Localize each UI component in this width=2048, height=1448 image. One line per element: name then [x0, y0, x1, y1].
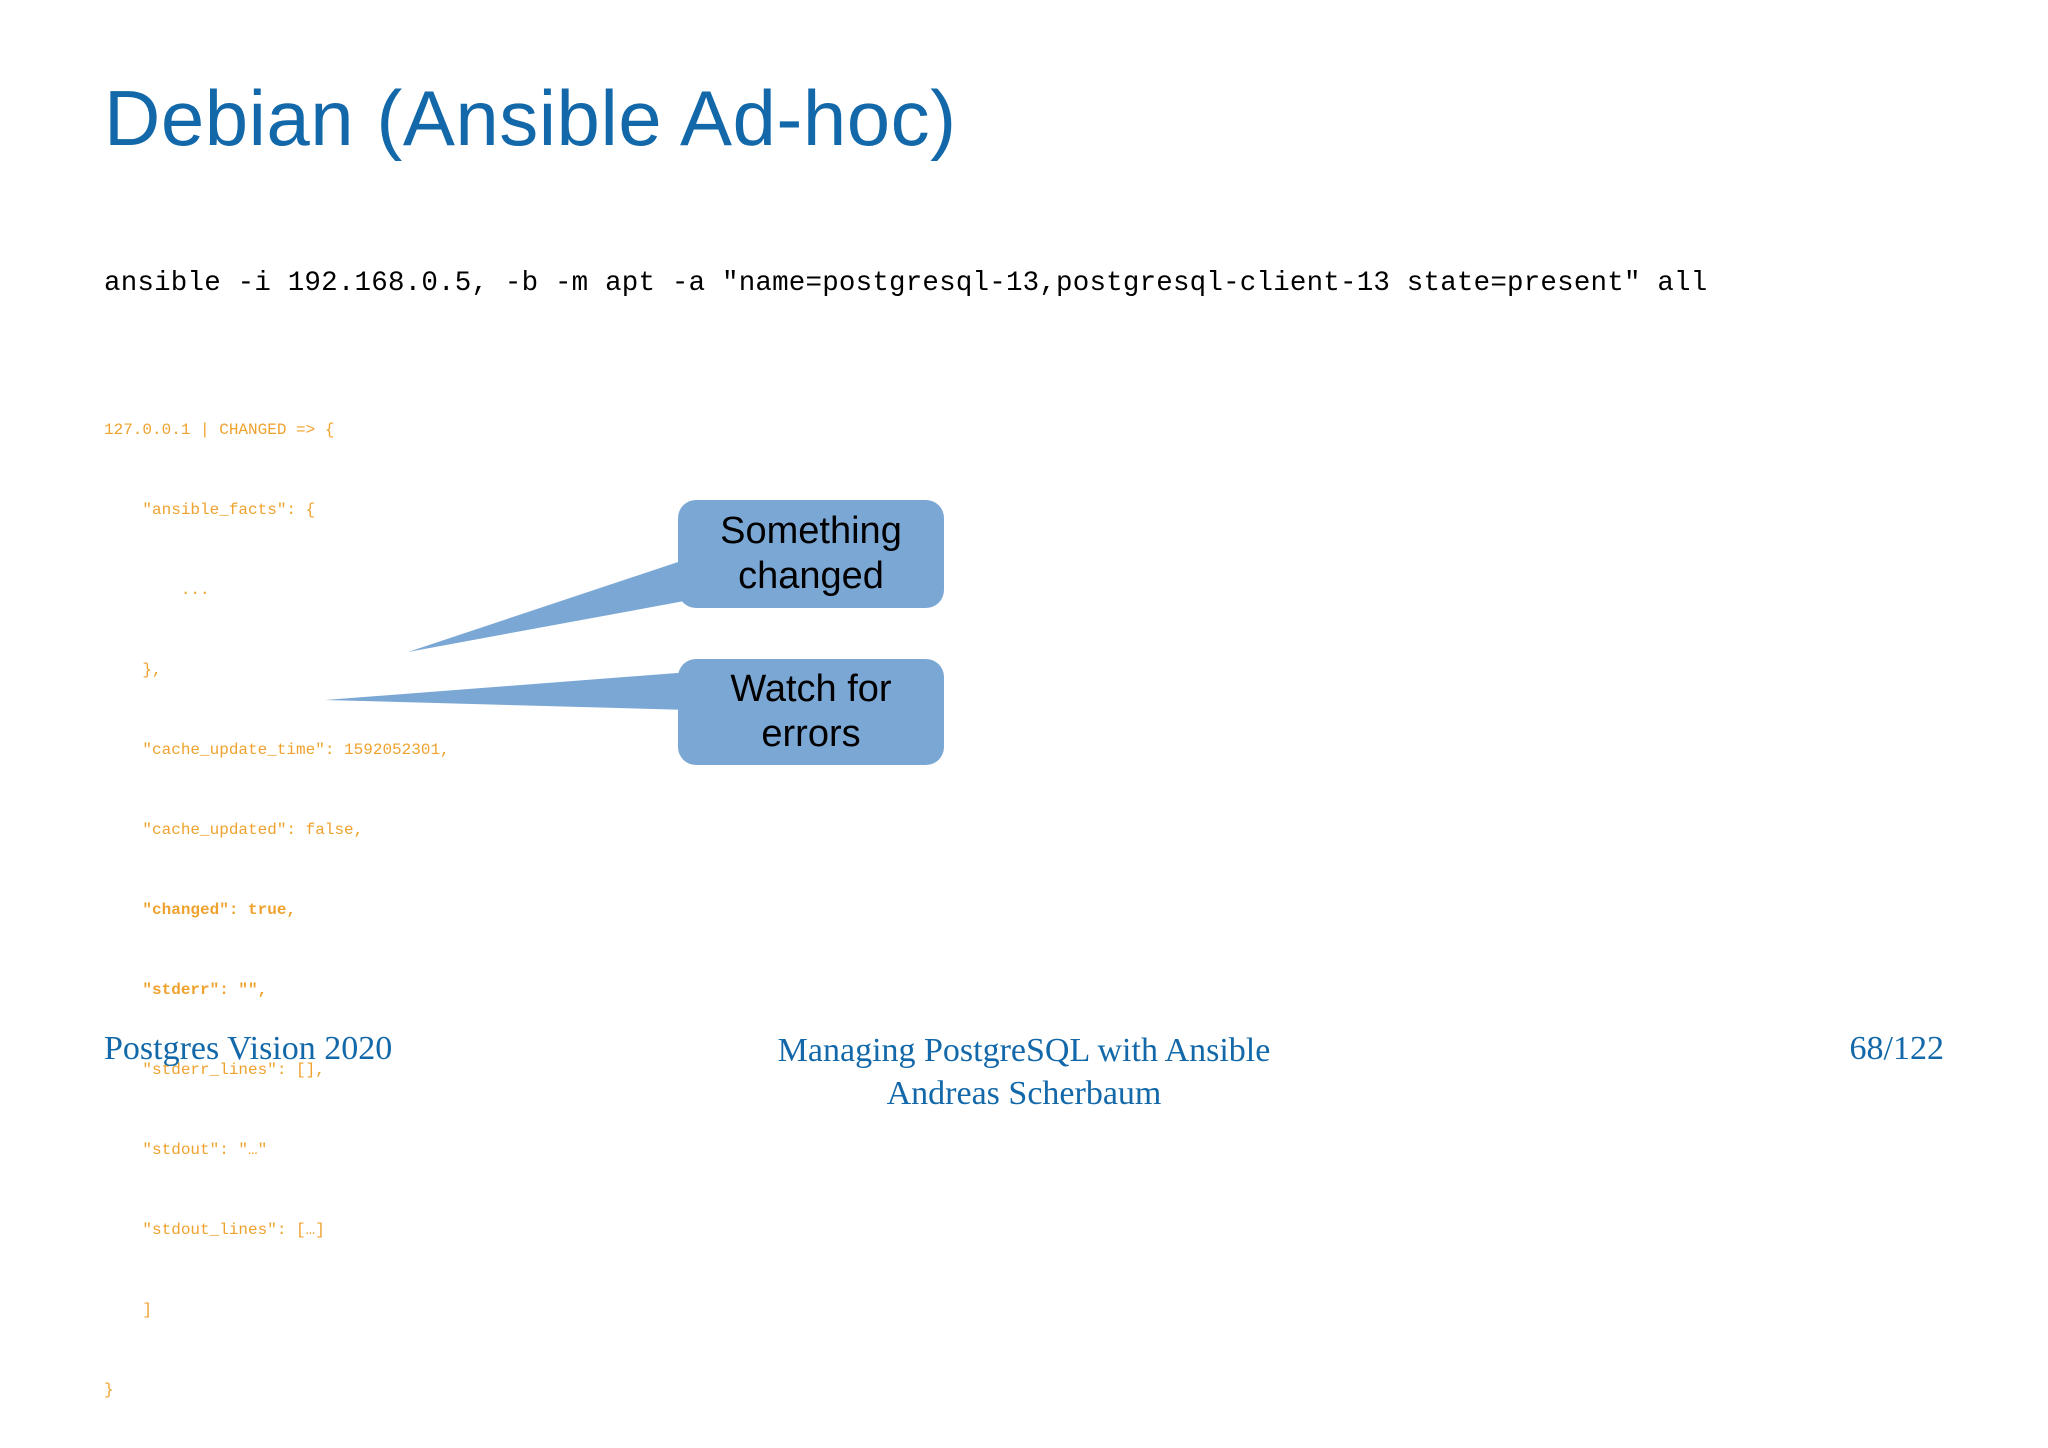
footer-talk-info: Managing PostgreSQL with Ansible Andreas…: [778, 1030, 1271, 1115]
output-line: ]: [104, 1301, 153, 1319]
output-line: },: [104, 661, 162, 679]
callout-tail-changed: [408, 558, 690, 652]
callout-line-2: changed: [738, 555, 884, 597]
output-line: }: [104, 1381, 114, 1399]
output-line: "stdout_lines": […]: [104, 1221, 325, 1239]
callout-line-1: Something: [720, 510, 902, 553]
footer-speaker-name: Andreas Scherbaum: [886, 1074, 1162, 1112]
page-title: Debian (Ansible Ad-hoc): [104, 74, 957, 162]
output-line: 127.0.0.1 | CHANGED => {: [104, 421, 335, 439]
output-line-stderr: "stderr": "",: [104, 981, 268, 999]
callout-line-1: Watch for: [730, 668, 892, 711]
output-line: ...: [104, 581, 210, 599]
ansible-command-text: ansible -i 192.168.0.5, -b -m apt -a "na…: [104, 268, 1708, 299]
slide-footer: Postgres Vision 2020 Managing PostgreSQL…: [0, 1030, 2048, 1126]
output-line-changed: "changed": true,: [104, 901, 297, 919]
output-line: "ansible_facts": {: [104, 501, 316, 519]
output-line: "cache_updated": false,: [104, 821, 364, 839]
footer-talk-title: Managing PostgreSQL with Ansible: [777, 1032, 1271, 1069]
footer-page-number: 68/122: [1849, 1030, 1944, 1067]
output-line: "cache_update_time": 1592052301,: [104, 741, 450, 759]
ansible-output-block: 127.0.0.1 | CHANGED => { "ansible_facts"…: [104, 372, 450, 1448]
callout-line-2: errors: [761, 713, 861, 755]
slide-canvas: Debian (Ansible Ad-hoc) ansible -i 192.1…: [0, 74, 2048, 1399]
output-line: "stdout": "…": [104, 1141, 268, 1159]
output-line: "stderr_lines": [],: [104, 1061, 325, 1079]
footer-event-name: Postgres Vision 2020: [104, 1030, 393, 1067]
